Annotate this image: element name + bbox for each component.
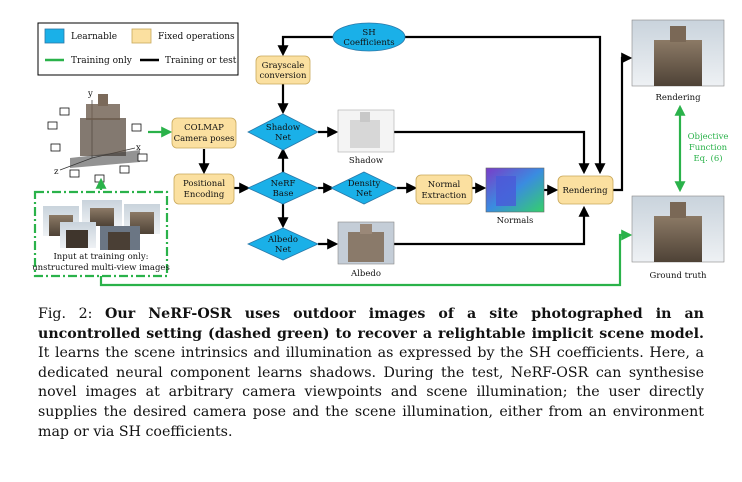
sh-label-2: Coefficients <box>343 38 394 48</box>
figure-caption: Fig. 2: Our NeRF-OSR uses outdoor images… <box>38 305 704 442</box>
arrow-input-to-ground-truth <box>99 229 633 287</box>
node-sh-coefficients: SH Coefficients <box>332 22 406 52</box>
shadow-net-label-1: Shadow <box>266 123 301 133</box>
legend-training-only: Training only <box>71 56 133 66</box>
shadow-net-label-2: Net <box>275 133 291 143</box>
node-rendering: Rendering <box>557 175 614 205</box>
legend-fixed: Fixed operations <box>158 32 235 42</box>
encoding-label-2: Encoding <box>184 190 225 200</box>
input-label-line2: unstructured multi-view images <box>32 263 170 273</box>
grayscale-label-1: Grayscale <box>262 61 305 71</box>
connections <box>95 35 686 287</box>
objective-line3: Eq. (6) <box>693 153 722 164</box>
rendering-output-image: Rendering <box>631 19 725 103</box>
rendering-output-label: Rendering <box>655 93 701 103</box>
ground-truth-image: Ground truth <box>631 195 725 281</box>
camera-icon <box>59 107 70 116</box>
arrow-shadow-image-to-rendering <box>394 130 590 175</box>
arrow-rendering-to-output <box>613 52 633 192</box>
nerf-base-label-2: Base <box>273 189 294 199</box>
albedo-label: Albedo <box>350 269 381 279</box>
albedo-image: Albedo <box>337 221 395 279</box>
camera-icon <box>47 121 58 130</box>
arrow-sh-to-grayscale <box>277 35 333 57</box>
shadow-label: Shadow <box>349 156 384 166</box>
legend-learnable: Learnable <box>71 32 117 42</box>
normal-extraction-label-1: Normal <box>428 180 461 190</box>
pipeline-diagram: Learnable Fixed operations Training only… <box>32 19 729 287</box>
colmap-label-2: Camera poses <box>174 134 235 144</box>
node-colmap: COLMAP Camera poses <box>171 117 237 149</box>
arrow-albedo-image-to-rendering <box>394 205 590 246</box>
caption-prefix: Fig. 2: <box>38 306 106 322</box>
sh-label-1: SH <box>362 28 375 38</box>
legend: Learnable Fixed operations Training only… <box>37 22 239 76</box>
objective-line1: Objective <box>688 132 729 142</box>
shadow-image: Shadow <box>337 109 395 166</box>
legend-training-or-test: Training or test <box>165 56 237 66</box>
fixed-swatch <box>131 28 152 44</box>
normals-label: Normals <box>497 216 534 226</box>
camera-icon <box>50 143 61 152</box>
axis-x-label: x <box>136 143 141 153</box>
camera-scene-illustration: y z x <box>47 89 148 183</box>
arrow-sh-to-rendering <box>405 35 606 175</box>
camera-icon <box>137 153 148 162</box>
camera-icon <box>119 165 130 174</box>
nerf-base-label-1: NeRF <box>271 179 296 189</box>
node-nerf-base: NeRF Base <box>247 171 319 205</box>
node-albedo-net: Albedo Net <box>247 227 319 261</box>
camera-icon <box>94 174 105 183</box>
grayscale-label-2: conversion <box>260 71 307 81</box>
albedo-net-label-1: Albedo <box>267 235 298 245</box>
learnable-swatch <box>44 28 65 44</box>
density-net-label-2: Net <box>356 189 372 199</box>
node-positional-encoding: Positional Encoding <box>173 173 235 205</box>
normals-image: Normals <box>485 167 545 226</box>
albedo-net-label-2: Net <box>275 245 291 255</box>
caption-bold: Our NeRF-OSR uses outdoor images of a si… <box>38 306 704 342</box>
colmap-label-1: COLMAP <box>184 123 224 133</box>
training-only-dashed-frame <box>33 190 169 278</box>
node-normal-extraction: Normal Extraction <box>415 174 473 205</box>
axis-y-label: y <box>87 89 93 99</box>
normal-extraction-label-2: Extraction <box>421 191 467 201</box>
objective-function-label: Objective Function Eq. (6) <box>688 132 729 164</box>
rendering-label: Rendering <box>562 186 608 196</box>
node-shadow-net: Shadow Net <box>247 113 319 151</box>
objective-line2: Function <box>689 143 728 153</box>
caption-rest: It learns the scene intrinsics and illum… <box>38 345 704 440</box>
node-grayscale-conversion: Grayscale conversion <box>255 55 311 85</box>
encoding-label-1: Positional <box>183 179 225 189</box>
axis-z-label: z <box>54 167 59 177</box>
ground-truth-label: Ground truth <box>650 271 707 281</box>
camera-icon <box>131 123 142 132</box>
camera-icon <box>69 169 80 178</box>
input-label-line1: Input at training only: <box>53 252 148 262</box>
input-images-panel: Input at training only: unstructured mul… <box>32 190 170 278</box>
node-density-net: Density Net <box>330 171 398 205</box>
density-net-label-1: Density <box>348 179 381 189</box>
